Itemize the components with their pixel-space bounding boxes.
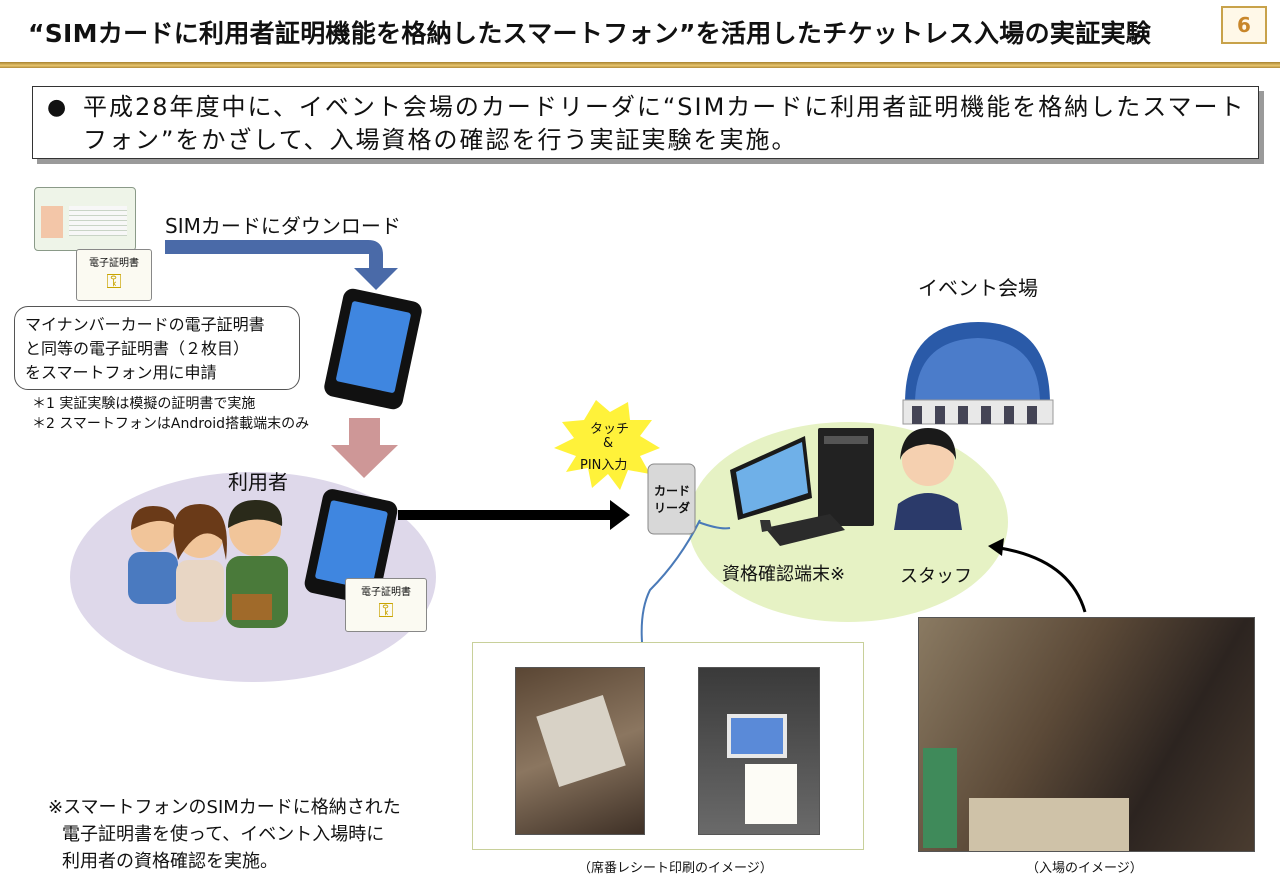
desk-shape: [969, 798, 1129, 851]
card-reader-label-2: リーダ: [654, 501, 691, 515]
application-note-line-3: をスマートフォン用に申請: [25, 363, 217, 382]
page-title: “SIMカードに利用者証明機能を格納したスマートフォン”を活用したチケットレス入…: [28, 19, 1152, 48]
stadium-icon: [902, 322, 1054, 425]
entry-caption: （入場のイメージ）: [1026, 861, 1143, 876]
mascot-card-shape: [745, 764, 797, 824]
staff-icon: [894, 428, 962, 530]
reader-curve: [640, 519, 701, 643]
receipt-image-frame: [472, 642, 864, 850]
certificate-top-label: 電子証明書: [89, 258, 139, 269]
staff-label: スタッフ: [900, 566, 972, 587]
entry-arrow: [999, 546, 1087, 613]
key-icon: ⚿: [378, 598, 394, 622]
entry-arrow-head: [988, 538, 1004, 556]
terminal-label: 資格確認端末※: [722, 564, 846, 585]
printer-shape: [536, 694, 626, 788]
users-icon: [128, 500, 288, 628]
terminal-curve: [697, 521, 731, 530]
summary-box: ● 平成28年度中に、イベント会場のカードリーダに“SIMカードに利用者証明機能…: [32, 86, 1259, 159]
card-reader-body: [647, 463, 696, 535]
receipt-terminal-photo: [698, 667, 820, 835]
footnote-2: ＊2 スマートフォンはAndroid搭載端末のみ: [32, 416, 310, 432]
touch-label-3: PIN入力: [580, 458, 628, 473]
user-label: 利用者: [228, 470, 288, 494]
key-icon: ⚿: [106, 269, 122, 293]
certificate-user-label: 電子証明書: [361, 587, 411, 598]
smartphone-user-icon: [304, 489, 398, 605]
bottom-note-line-2: 電子証明書を使って、イベント入場時に: [62, 824, 385, 845]
green-panel-shape: [923, 748, 957, 848]
entry-photo: [918, 617, 1255, 852]
application-note-line-1: マイナンバーカードの電子証明書: [25, 315, 265, 334]
certificate-user-image: 電子証明書 ⚿: [345, 578, 427, 632]
title-divider: [0, 62, 1280, 68]
touch-burst: [554, 400, 660, 490]
computer-icon: [730, 428, 874, 546]
down-arrow: [331, 418, 398, 478]
bullet-icon: ●: [47, 95, 69, 120]
summary-line-2: フォン”をかざして、入場資格の確認を行う実証実験を実施。: [83, 126, 798, 154]
download-arrow: [165, 240, 398, 290]
venue-label: イベント会場: [918, 276, 1038, 300]
receipt-printer-photo: [515, 667, 645, 835]
touch-label-1: タッチ: [590, 422, 630, 437]
card-reader-label-1: カード: [654, 484, 691, 498]
smartphone-top-icon: [324, 288, 422, 410]
footnote-1: ＊1 実証実験は模擬の証明書で実施: [32, 396, 256, 412]
application-note: マイナンバーカードの電子証明書 と同等の電子証明書（２枚目） をスマートフォン用…: [14, 306, 300, 390]
application-note-line-2: と同等の電子証明書（２枚目）: [25, 339, 250, 358]
terminal-screen-shape: [727, 714, 787, 758]
card-photo: [41, 206, 63, 238]
download-label: SIMカードにダウンロード: [165, 214, 401, 238]
page-number: 6: [1221, 6, 1267, 44]
mynumber-card-image: [34, 187, 136, 251]
summary-line-1: 平成28年度中に、イベント会場のカードリーダに“SIMカードに利用者証明機能を格…: [83, 93, 1246, 121]
card-lines: [69, 206, 127, 236]
receipt-caption: （席番レシート印刷のイメージ）: [578, 861, 773, 876]
bottom-note-line-3: 利用者の資格確認を実施。: [62, 851, 278, 872]
certificate-top-image: 電子証明書 ⚿: [76, 249, 152, 301]
touch-label-2: &: [603, 436, 614, 451]
touch-arrow: [398, 500, 630, 530]
bottom-note-line-1: ※スマートフォンのSIMカードに格納された: [48, 797, 401, 818]
